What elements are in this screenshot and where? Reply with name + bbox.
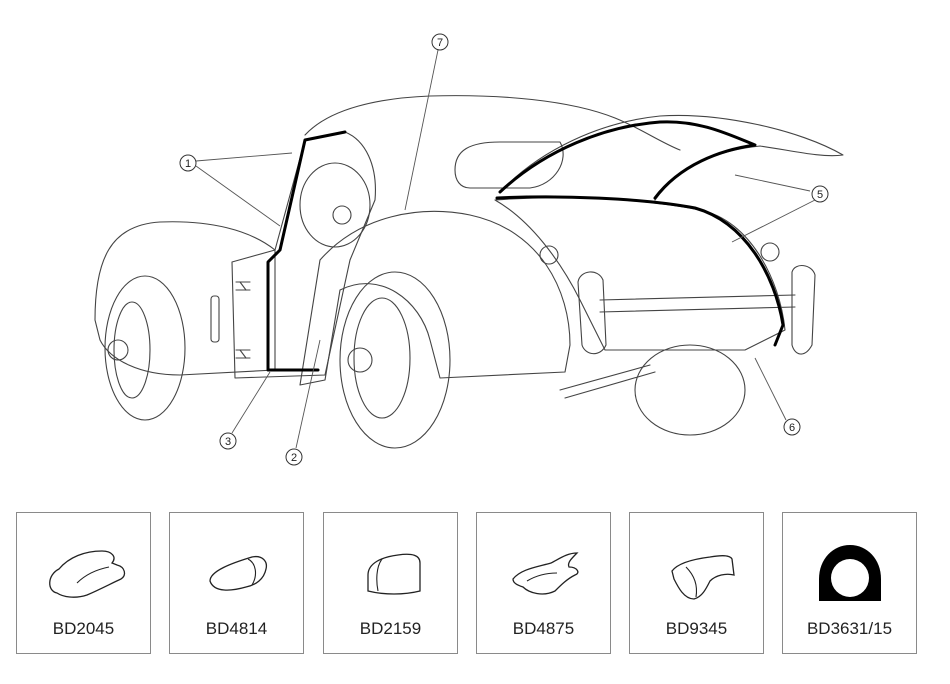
part-card-bd4814: BD4814 [169,512,304,654]
rear-wing [299,210,571,386]
spare-wheel [634,344,746,436]
rear-window [454,141,564,189]
part-card-bd4875: BD4875 [476,512,611,654]
callout-7-label: 7 [437,37,443,49]
steering-hub [332,205,352,225]
door-hinge-bottom [235,349,251,359]
steering-wheel [299,162,371,248]
part-code: BD4814 [205,619,268,638]
callout-3: 3 [219,432,237,450]
left-overrider [577,271,607,355]
door-handle [210,295,220,343]
leader-2 [295,339,321,449]
callout-2: 2 [285,448,303,466]
front-wheel-hub [113,301,151,399]
leader-6 [754,357,787,421]
part-code: BD2159 [359,619,422,638]
part-card-bd9345: BD9345 [629,512,764,654]
right-rear-lamp [760,242,780,262]
door-seal [266,130,347,372]
callout-7: 7 [431,33,449,51]
leader-7 [404,49,439,211]
part-card-bd2045: BD2045 [16,512,151,654]
rear-wheel [339,271,451,449]
leader-5b [731,199,816,243]
boot-lid-seal [498,120,757,200]
callout-6-label: 6 [789,422,795,434]
seal-profile-row: BD2045 BD4814 BD2159 BD4875 BD9345 [16,512,918,656]
callout-3-label: 3 [225,436,231,448]
left-rear-lamp [539,245,559,265]
boot-opening [494,197,786,351]
rubber-seal-profile-icon [512,552,579,595]
rear-spinner [347,347,373,373]
rubber-seal-profile-icon [671,555,735,600]
callout-1-label: 1 [185,158,191,170]
part-code: BD9345 [665,619,728,638]
car-illustration [94,95,844,449]
door-hinge-top [235,281,251,291]
leader-3 [231,371,271,434]
callout-5-label: 5 [817,189,823,201]
callout-5: 5 [811,185,829,203]
rubber-seal-profile-icon [367,553,421,595]
leader-1a [195,152,293,162]
exhaust [559,364,656,399]
callout-6: 6 [783,418,801,436]
front-wheel [104,275,186,421]
rear-wheel-hub [353,297,411,419]
part-code: BD3631/15 [806,619,893,638]
car-seal-diagram: 1 2 3 5 6 7 [94,33,844,466]
seal-lines [266,120,785,372]
rubber-seal-profile-icon [49,550,126,598]
leader-5a [734,174,811,192]
part-code: BD4875 [512,619,575,638]
rubber-seal-profile-icon [819,545,881,601]
part-card-bd3631-15: BD3631/15 [782,512,917,654]
boot-opening-seal [495,195,785,347]
rear-bumper [599,294,796,313]
leader-lines [195,49,816,449]
rubber-seal-profile-icon [209,555,268,591]
right-overrider [791,265,816,355]
front-wing [94,221,276,376]
callout-2-label: 2 [291,452,297,464]
leader-1b [195,165,281,227]
front-spinner [107,339,129,361]
callout-1: 1 [179,154,197,172]
part-card-bd2159: BD2159 [323,512,458,654]
part-code: BD2045 [52,619,115,638]
roof-outline [304,95,681,151]
